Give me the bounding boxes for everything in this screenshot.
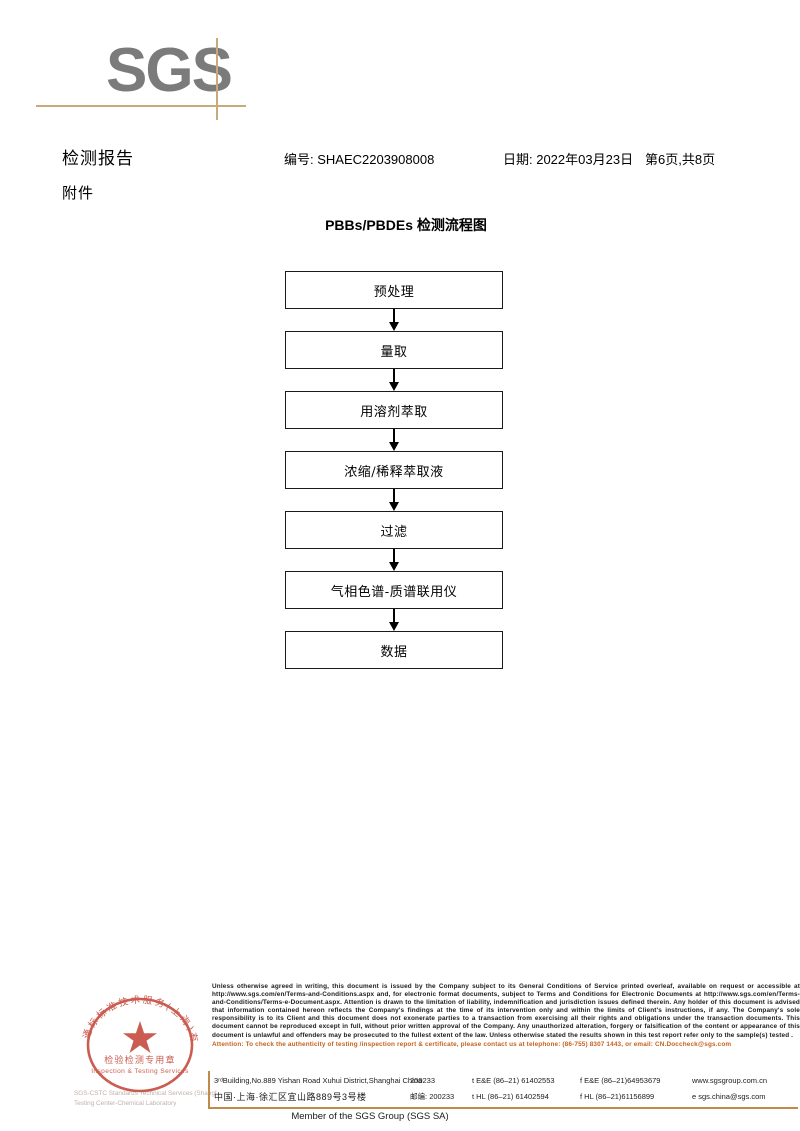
- flow-step-label: 浓缩/稀释萃取液: [344, 464, 444, 480]
- arrow-shaft: [393, 609, 395, 624]
- arrow-head-icon: [389, 622, 399, 631]
- arrow-head-icon: [389, 322, 399, 331]
- sgs-group-member-line: Member of the SGS Group (SGS SA): [291, 1111, 449, 1122]
- flow-arrow-4: [285, 489, 503, 511]
- svg-text:Testing Center-Chemical Labora: Testing Center-Chemical Laboratory: [74, 1100, 177, 1107]
- flow-step-label: 过滤: [380, 524, 408, 540]
- sgs-logo-area: SGS: [0, 0, 800, 120]
- address-horizontal-rule: [208, 1107, 798, 1109]
- page-footer: 通标标准技术服务(上海)有限公司 检验检测专用章 Inspection & Te…: [0, 975, 800, 1131]
- logo-horizontal-rule: [36, 105, 246, 107]
- arrow-head-icon: [389, 442, 399, 451]
- tel-hl-2: f HL (86–21)61156899: [580, 1092, 655, 1101]
- flow-arrow-5: [285, 549, 503, 571]
- page-subtitle: 附件: [62, 184, 95, 202]
- postcode-cn: 200233: [429, 1092, 455, 1101]
- sgs-wordmark: SGS: [106, 36, 233, 105]
- page-indicator: 第6页,共8页: [645, 152, 716, 167]
- address-row-en: 3ʳᵈBuilding,No.889 Yishan Road Xuhui Dis…: [214, 1073, 800, 1089]
- flow-arrow-3: [285, 429, 503, 451]
- logo-vertical-rule: [216, 38, 218, 120]
- arrow-shaft: [393, 369, 395, 384]
- report-number: 编号: SHAEC2203908008: [284, 152, 435, 167]
- svg-text:Inspection & Testing Services: Inspection & Testing Services: [91, 1068, 189, 1075]
- tel-ee-1: t E&E (86–21) 61402553: [472, 1076, 555, 1085]
- address-en: 3ʳᵈBuilding,No.889 Yishan Road Xuhui Dis…: [214, 1076, 423, 1085]
- flowchart: PBBs/PBDEs 检测流程图 预处理 量取 用溶剂萃取 浓缩/稀释萃取液: [0, 215, 800, 669]
- arrow-head-icon: [389, 562, 399, 571]
- flowchart-steps: 预处理 量取 用溶剂萃取 浓缩/稀释萃取液 过滤: [285, 271, 503, 669]
- address-row-cn: 中国·上海·徐汇区宜山路889号3号楼 邮编: 200233 t HL (86–…: [214, 1089, 800, 1105]
- flow-step-4: 浓缩/稀释萃取液: [285, 451, 503, 489]
- arrow-shaft: [393, 549, 395, 564]
- postcode-en: 200233: [410, 1076, 436, 1085]
- flow-step-label: 用溶剂萃取: [360, 404, 428, 420]
- company-seal-stamp: 通标标准技术服务(上海)有限公司 检验检测专用章 Inspection & Te…: [72, 983, 217, 1113]
- flow-step-label: 量取: [380, 344, 408, 360]
- flow-step-6: 气相色谱-质谱联用仪: [285, 571, 503, 609]
- address-cn: 中国·上海·徐汇区宜山路889号3号楼: [214, 1092, 367, 1102]
- page-title: 检测报告: [62, 149, 134, 169]
- flow-step-3: 用溶剂萃取: [285, 391, 503, 429]
- contact-email[interactable]: sgs.china@sgs.com: [698, 1092, 766, 1101]
- email-prefix: e: [692, 1092, 697, 1101]
- arrow-head-icon: [389, 502, 399, 511]
- report-header: 检测报告 附件 编号: SHAEC2203908008 日期: 2022年03月…: [0, 140, 800, 210]
- arrow-shaft: [393, 489, 395, 504]
- report-date: 日期: 2022年03月23日: [503, 152, 634, 167]
- tel-ee-2: f E&E (86–21)64953679: [580, 1076, 661, 1085]
- flow-step-1: 预处理: [285, 271, 503, 309]
- legal-attention-text: Attention: To check the authenticity of …: [212, 1040, 732, 1048]
- address-vertical-rule: [208, 1071, 210, 1109]
- flow-arrow-6: [285, 609, 503, 631]
- postcode-cn-label: 邮编:: [410, 1092, 428, 1101]
- legal-disclaimer-block: Unless otherwise agreed in writing, this…: [212, 983, 800, 1049]
- legal-terms-text: Unless otherwise agreed in writing, this…: [212, 983, 800, 1039]
- arrow-shaft: [393, 309, 395, 324]
- tel-hl-1: t HL (86–21) 61402594: [472, 1092, 549, 1101]
- svg-text:检验检测专用章: 检验检测专用章: [104, 1054, 175, 1066]
- flow-step-7: 数据: [285, 631, 503, 669]
- flow-step-5: 过滤: [285, 511, 503, 549]
- flow-step-label: 气相色谱-质谱联用仪: [330, 584, 458, 600]
- svg-text:SGS-CSTC Standards Technical S: SGS-CSTC Standards Technical Services (S…: [74, 1090, 217, 1097]
- arrow-head-icon: [389, 382, 399, 391]
- flow-step-2: 量取: [285, 331, 503, 369]
- arrow-shaft: [393, 429, 395, 444]
- flow-arrow-2: [285, 369, 503, 391]
- flowchart-title: PBBs/PBDEs 检测流程图: [325, 217, 487, 233]
- website-url[interactable]: www.sgsgroup.com.cn: [692, 1076, 768, 1085]
- address-contact-table: 3ʳᵈBuilding,No.889 Yishan Road Xuhui Dis…: [214, 1073, 800, 1105]
- flow-arrow-1: [285, 309, 503, 331]
- flow-step-label: 数据: [380, 644, 408, 660]
- flow-step-label: 预处理: [373, 284, 415, 300]
